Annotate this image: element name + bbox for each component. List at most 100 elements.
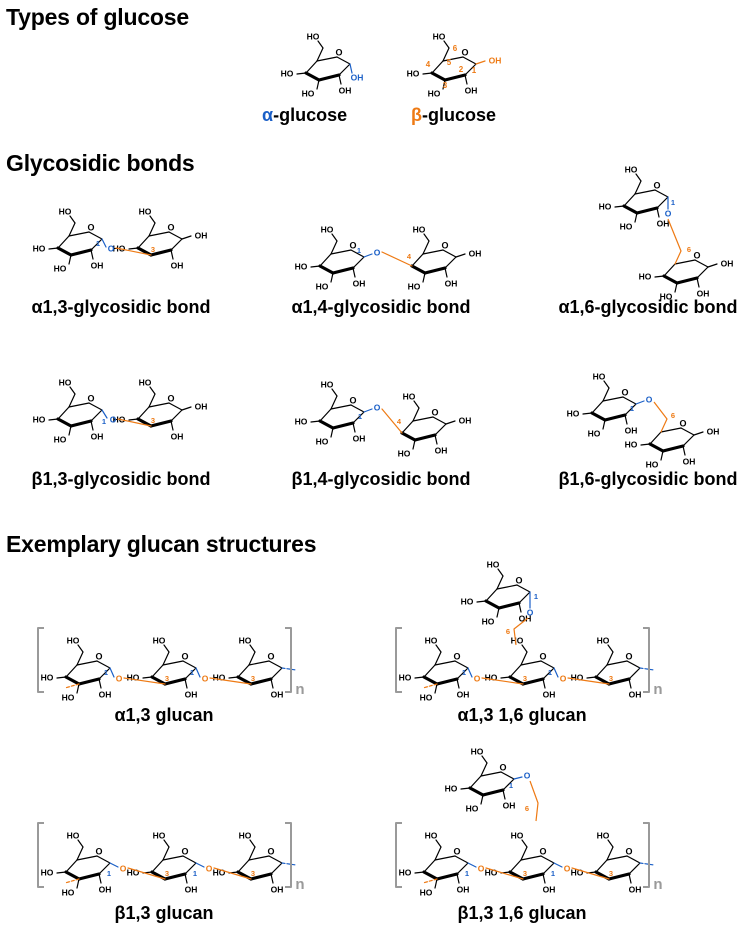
c4-oh-bond xyxy=(128,247,139,250)
carbon-number-3: 3 xyxy=(443,81,448,90)
c6-hydroxyl-label: HO xyxy=(593,371,606,381)
c4-oh-bond xyxy=(56,676,67,679)
carbon-number: 3 xyxy=(251,674,255,683)
c6-hydroxyl-label: HO xyxy=(307,31,320,41)
beta13-glucan-caption: β1,3 glucan xyxy=(114,903,214,923)
ring-oxygen-label: O xyxy=(95,651,102,661)
c3-hydroxyl-label: HO xyxy=(316,281,329,291)
c2-hydroxyl-label: OH xyxy=(271,884,284,894)
ring-bond xyxy=(634,189,656,195)
c4-oh-bond xyxy=(582,412,593,415)
ring-bond-front xyxy=(400,431,417,442)
ring-bond xyxy=(434,660,456,666)
ring-oxygen-label: O xyxy=(653,180,660,190)
c6-bond xyxy=(606,846,614,861)
c4-oh-bond xyxy=(654,275,665,278)
ring-bond xyxy=(98,667,111,680)
c4-hydroxyl-label: HO xyxy=(213,867,226,877)
ring-oxygen-label: O xyxy=(539,651,546,661)
c2-oh-bond xyxy=(90,249,94,260)
c2-oh-bond xyxy=(542,678,546,689)
ring-oxygen-label: O xyxy=(335,47,342,57)
c6-bond xyxy=(162,846,170,861)
c6-bond xyxy=(412,407,420,422)
anomeric-bond xyxy=(475,60,486,65)
ring-bond-front xyxy=(423,266,447,275)
linkage-oxygen: O xyxy=(108,243,115,253)
beta14-bond-caption: β1,4-glycosidic bond xyxy=(291,469,471,489)
ring-oxygen-label: O xyxy=(87,393,94,403)
ring-oxygen-label: O xyxy=(621,387,628,397)
anomeric-hydroxyl-label: OH xyxy=(721,258,734,268)
ring-bond-front xyxy=(435,677,459,686)
ring-bond-front xyxy=(318,419,335,430)
c3-hydroxyl-label: HO xyxy=(54,263,67,273)
ring-bond xyxy=(162,855,184,861)
ring-bond xyxy=(464,63,477,76)
c4-oh-bond xyxy=(310,265,321,268)
c4-hydroxyl-label: HO xyxy=(485,867,498,877)
ring-bond xyxy=(137,406,150,420)
c6-hydroxyl-label: HO xyxy=(487,559,500,569)
c4-oh-bond xyxy=(614,205,625,208)
ring-oxygen-label: O xyxy=(461,47,468,57)
beta1316-glucan-left-bracket xyxy=(395,822,402,888)
beta1316-glucan-repeat-n: n xyxy=(653,876,662,893)
beta1316-glucan-chain-start xyxy=(422,878,438,884)
ring-oxygen-label: O xyxy=(515,575,522,585)
ring-bond-front xyxy=(521,872,545,881)
alpha13-glucan-left-bracket xyxy=(37,627,44,693)
carbon-number: 1 xyxy=(190,668,194,677)
ring-bond-front xyxy=(607,677,631,686)
c4-hydroxyl-label: HO xyxy=(33,414,46,424)
c6-hydroxyl-label: HO xyxy=(597,635,610,645)
ring-bond xyxy=(663,263,676,277)
ring-bond-front xyxy=(481,788,505,797)
c2-hydroxyl-label: OH xyxy=(543,884,556,894)
c6-bond xyxy=(148,393,156,408)
c3-oh-bond xyxy=(316,79,320,90)
ring-bond xyxy=(88,402,103,411)
ring-bond xyxy=(434,855,456,861)
ring-bond-front xyxy=(497,601,521,610)
c6-bond xyxy=(148,222,156,237)
anomeric-hydroxyl-label: OH xyxy=(195,230,208,240)
branch-linkage xyxy=(513,776,523,780)
beta13-glucan-chain-start xyxy=(64,878,80,884)
c6-bond xyxy=(76,651,84,666)
c3-hydroxyl-label: HO xyxy=(588,428,601,438)
ring-bond-front xyxy=(69,248,93,257)
ring-bond-front xyxy=(422,870,439,881)
ring-bond xyxy=(595,664,608,678)
beta13-16-glucan-caption: β1,3 1,6 glucan xyxy=(457,903,587,923)
alpha1316-glucan-chain-end xyxy=(639,667,655,671)
linkage-oxygen: O xyxy=(665,208,672,218)
anomeric-bond xyxy=(693,431,704,436)
ring-oxygen-label: O xyxy=(181,651,188,661)
carbon-number: 1 xyxy=(671,198,675,207)
ring-bond-front xyxy=(607,872,631,881)
ring-bond xyxy=(270,862,283,875)
c2-oh-bond xyxy=(502,789,506,800)
beta13-glucan-linkage-oxygen: O xyxy=(206,863,213,873)
ring-bond xyxy=(591,400,604,414)
ring-bond-front xyxy=(508,675,525,686)
ring-bond xyxy=(682,434,695,447)
c4-hydroxyl-label: HO xyxy=(41,672,54,682)
ring-bond xyxy=(456,667,469,680)
c6-oh-bond xyxy=(331,388,338,397)
ring-bond xyxy=(401,420,414,434)
c4-oh-bond xyxy=(640,443,651,446)
ring-bond-front xyxy=(435,872,459,881)
ring-bond xyxy=(509,859,522,873)
ring-bond-front xyxy=(422,675,439,686)
ring-bond-front xyxy=(594,675,611,686)
branch-linkage-oxygen: O xyxy=(527,607,534,617)
ring-bond xyxy=(237,664,250,678)
anomeric-bond xyxy=(349,63,353,74)
beta13-glucan-chain-end xyxy=(281,862,297,866)
c3-oh-bond xyxy=(434,683,438,694)
c3-hydroxyl-label: HO xyxy=(466,803,479,813)
linkage-bond xyxy=(667,218,682,252)
ring-bond-front xyxy=(410,264,427,275)
